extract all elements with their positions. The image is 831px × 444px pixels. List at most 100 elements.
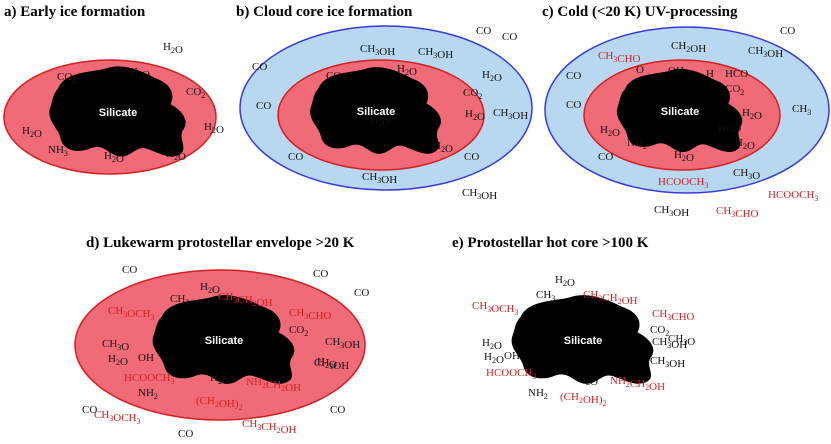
- molecule-c-ch3oh-22: CH3OH: [654, 204, 689, 219]
- panel-c-title: c) Cold (<20 K) UV-processing: [542, 4, 738, 20]
- molecule-d-hcooch3-15: HCOOCH3: [124, 372, 174, 386]
- panel-e-core-label: Silicate: [564, 335, 603, 347]
- molecule-b-h2o-7: H2O: [482, 69, 502, 84]
- molecule-d-co-2: CO: [354, 287, 369, 299]
- molecule-b-ch3oh-11: CH3OH: [493, 107, 528, 122]
- molecule-d-co-1: CO: [313, 268, 328, 280]
- molecule-a-h2o-2: H2O: [130, 66, 150, 81]
- molecule-b-co-4: CO: [252, 61, 267, 73]
- molecule-b-ch3oh-1: CH3OH: [360, 43, 395, 58]
- molecule-d-co-21: CO: [330, 404, 345, 416]
- molecule-e-ch3och3-3: CH3OCH3: [472, 300, 519, 317]
- molecule-b-ch3oh-2: CH3OH: [418, 46, 453, 61]
- molecule-e-oh-10: OH: [504, 350, 520, 362]
- molecule-e-h2o-9: H2O: [484, 351, 504, 366]
- molecule-e-h2o-7: H2O: [482, 337, 502, 352]
- molecule-e-ch3cho-4: CH3CHO: [652, 308, 695, 323]
- molecule-c-h2o-16: H2O: [735, 137, 755, 152]
- panel-d: d) Lukewarm protostellar envelope >20 K …: [74, 235, 366, 421]
- molecule-d-ch3-4: CH3: [170, 293, 189, 307]
- molecule-d-ch3cho-7: CH3CHO: [289, 307, 332, 322]
- panel-a: a) Early ice formation Silicate: [3, 4, 217, 175]
- molecule-d-ch3och3-6: CH3OCH3: [108, 305, 155, 322]
- molecule-a-nh3-6: NH3: [48, 144, 68, 158]
- molecule-b-co-14: CO: [288, 151, 303, 163]
- panel-d-core-label: Silicate: [205, 335, 244, 347]
- molecule-d-ch3och3-22: CH3OCH3: [94, 409, 141, 426]
- molecule-e-hcooch3-12: HCOOCH3: [486, 367, 536, 381]
- molecule-d-nh2ch2oh-17: NH2CH2OH: [246, 376, 301, 394]
- molecule-e-ch3-1: CH3: [536, 289, 555, 303]
- molecule-b-h2o-10: H2O: [465, 108, 485, 123]
- molecule-b-ch3oh-16: CH3OH: [362, 171, 397, 186]
- panel-b-title: b) Cloud core ice formation: [236, 4, 413, 20]
- molecule-c-nh2-14: NH2: [627, 137, 647, 151]
- molecule-c-co-9: CO: [566, 99, 581, 111]
- molecule-c-co-0: CO: [780, 25, 795, 37]
- molecule-c-co-18: CO: [598, 151, 613, 163]
- molecule-c-ch3oh-3: CH3OH: [748, 45, 783, 60]
- molecule-e-ch3ch2oh-2: CH3CH2OH: [583, 289, 638, 307]
- panel-b: b) Cloud core ice formation Silicate: [236, 4, 533, 191]
- molecule-e-ch3oh-11: CH3OH: [650, 355, 685, 370]
- molecule-a-co2-1: CO2: [57, 71, 76, 85]
- molecule-d-co-24: CO: [178, 428, 193, 440]
- molecule-c-hco-17: HCO: [718, 123, 741, 135]
- molecule-d-oh-13: OH: [138, 352, 154, 364]
- panel-a-title: a) Early ice formation: [4, 4, 146, 20]
- molecule-c-hcooch3-20: HCOOCH3: [658, 176, 708, 190]
- molecule-d-h2o-10: H2O: [108, 353, 128, 368]
- molecule-c-hco-8: HCO: [725, 68, 748, 80]
- molecule-e-nh2-15: NH2: [528, 387, 548, 401]
- molecule-a-h2o-0: H2O: [163, 41, 183, 56]
- panel-c: c) Cold (<20 K) UV-processing Silicate: [542, 4, 830, 194]
- molecule-c-co2-10: CO2: [725, 83, 744, 97]
- molecule-e-nh2ch2oh-14: NH2CH2OH: [610, 375, 665, 393]
- molecule-d-ch3o-9: CH3O: [102, 338, 129, 353]
- molecule-d-h2o-16: H2O: [210, 372, 230, 387]
- molecule-d-co-20: CO: [82, 404, 97, 416]
- molecule-b-h2o-13: H2O: [433, 140, 453, 155]
- molecule-d-co-0: CO: [122, 264, 137, 276]
- molecule-e-h2o-13: H2O: [578, 373, 598, 388]
- molecule-b-h2o-6: H2O: [397, 63, 417, 78]
- molecule-c-hcooch3-21: HCOOCH3: [768, 189, 818, 203]
- molecule-e-ch3o-6: CH3O: [668, 333, 695, 348]
- molecule-b-co-3: CO: [502, 31, 517, 43]
- panel-d-title: d) Lukewarm protostellar envelope >20 K: [86, 235, 355, 251]
- molecule-b-co-15: CO: [464, 151, 479, 163]
- molecule-e-ch2oh2-16: (CH2OH)2: [560, 391, 607, 408]
- molecule-b-co-8: CO: [256, 100, 271, 112]
- molecule-d-ch3oh-11: CH3OH: [325, 336, 360, 351]
- molecule-c-ch3cho-23: CH3CHO: [716, 205, 759, 220]
- panel-e: e) Protostellar hot core >100 K Silicate: [452, 235, 654, 384]
- molecule-d-h2o-3: H2O: [200, 281, 220, 296]
- molecule-c-oh-6: OH: [668, 65, 684, 77]
- molecule-a-h2o-5: H2O: [204, 121, 224, 136]
- molecule-c-o-5: O: [636, 64, 644, 76]
- molecule-c-ch3o-19: CH3O: [733, 167, 760, 182]
- molecule-e-h2o-0: H2O: [555, 274, 575, 289]
- panel-c-core-label: Silicate: [661, 106, 700, 118]
- molecule-a-co2-3: CO2: [186, 86, 205, 100]
- molecule-b-ch3oh-17: CH3OH: [462, 187, 497, 202]
- molecule-d-nh2-18: NH2: [138, 387, 158, 401]
- molecule-a-h2o-7: H2O: [104, 150, 124, 165]
- molecule-b-h2o-12: H2O: [370, 114, 390, 129]
- panel-e-title: e) Protostellar hot core >100 K: [452, 235, 649, 251]
- molecule-c-h2o-13: H2O: [600, 124, 620, 139]
- molecule-c-co-4: CO: [566, 70, 581, 82]
- molecule-d-ch2oh2-19: (CH2OH)2: [196, 395, 243, 412]
- molecule-d-ch3ch2oh-5: CH3CH2OH: [218, 291, 273, 309]
- molecule-d-ch3oh-14: CH3OH: [314, 357, 349, 372]
- molecule-c-ch2oh-2: CH2OH: [671, 40, 706, 55]
- molecule-a-h2o-8: H2O: [166, 148, 186, 163]
- molecule-b-co2-5: CO2: [326, 70, 345, 84]
- molecule-d-h2o-12: H2O: [317, 356, 337, 371]
- panel-a-core-label: Silicate: [99, 107, 138, 119]
- molecule-c-h2o-15: H2O: [674, 149, 694, 164]
- molecule-b-co2-9: CO2: [463, 87, 482, 101]
- molecule-d-ch3ch2oh-23: CH3CH2OH: [242, 418, 297, 436]
